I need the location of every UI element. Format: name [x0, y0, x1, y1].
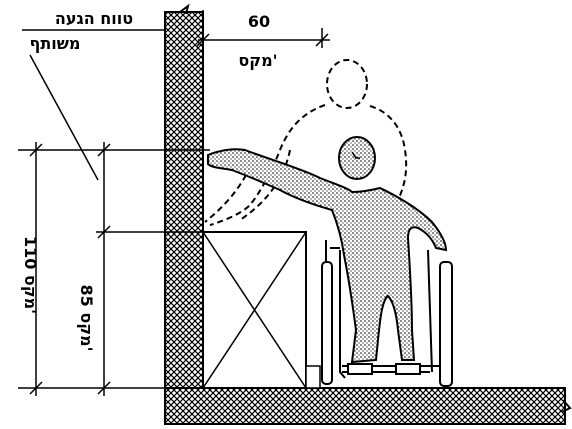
top-width-value: 60 — [248, 12, 270, 31]
height-total-label: 110 מקס' — [21, 236, 40, 314]
reach-range-label-line2: משותף — [30, 34, 81, 53]
dimension-top-60 — [196, 10, 330, 48]
wall — [164, 11, 204, 391]
reach-range-label-line1: טווח הגעה — [55, 9, 133, 28]
top-width-unit: מקס' — [238, 51, 277, 70]
dimension-vertical — [18, 142, 210, 396]
floor — [164, 387, 566, 425]
reach-range-leader — [22, 29, 164, 181]
height-counter-label: 85 מקס' — [77, 285, 96, 352]
wall-floor — [164, 3, 572, 425]
counter-cabinet — [202, 231, 321, 389]
wheelchair — [321, 240, 453, 387]
seated-person — [207, 136, 448, 364]
